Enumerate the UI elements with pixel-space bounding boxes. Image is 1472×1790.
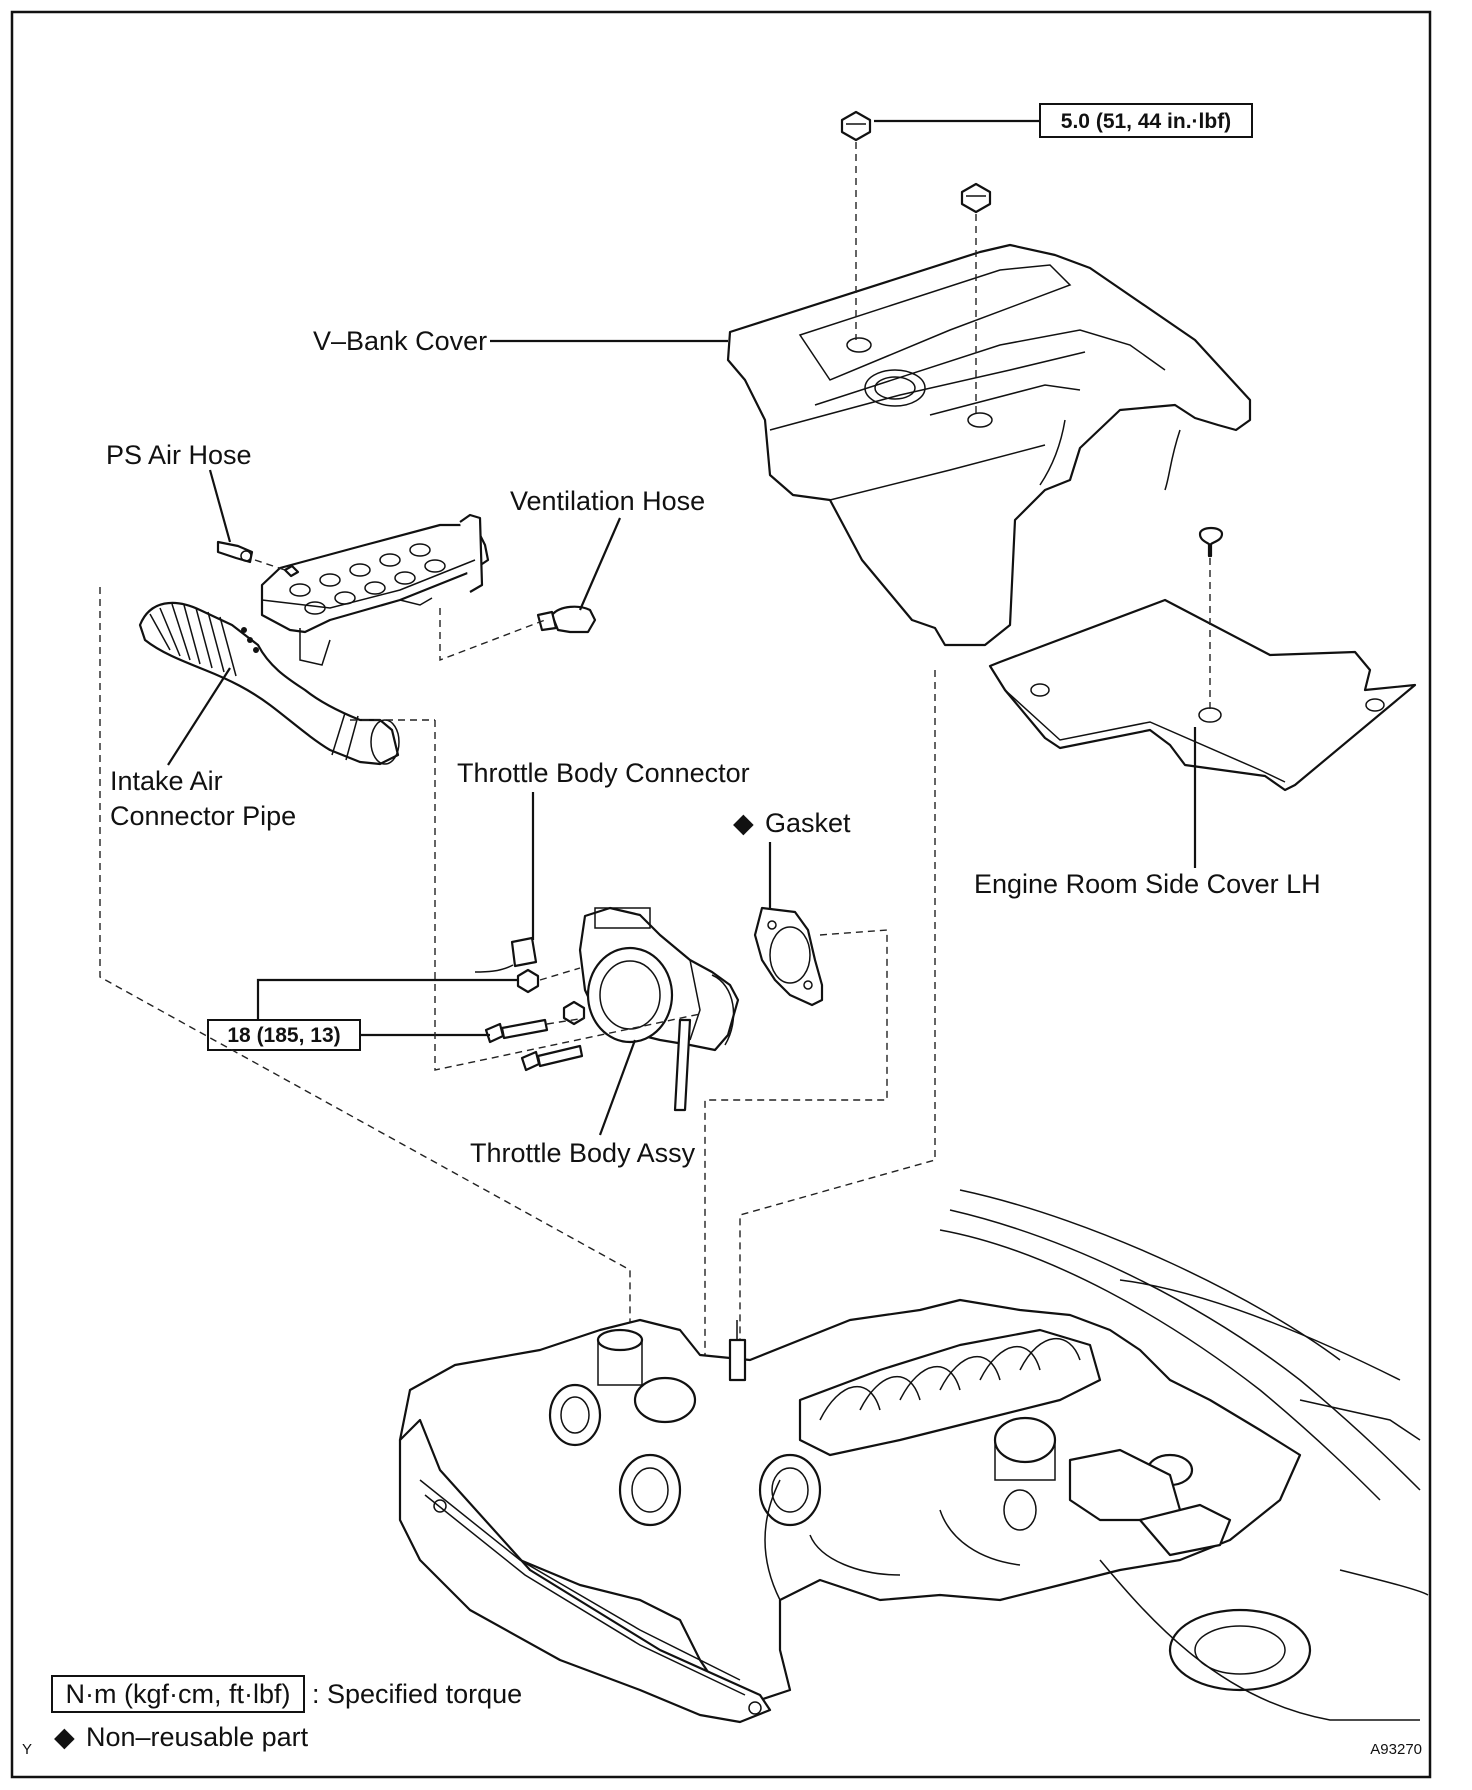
air-cleaner-housing-drawing	[260, 513, 490, 666]
v-bank-cover-label: V–Bank Cover	[313, 326, 487, 356]
v-bank-nut-1	[840, 110, 872, 142]
v-bank-torque-box	[1039, 103, 1253, 138]
legend-torque-unit: N·m (kgf·cm, ft·lbf)	[66, 1679, 291, 1709]
throttle-body-assy-label: Throttle Body Assy	[470, 1138, 696, 1168]
ventilation-hose-drawing	[536, 605, 597, 634]
throttle-torque-box	[207, 1019, 361, 1051]
gasket-label: Gasket	[765, 808, 851, 838]
v-bank-cover-drawing	[726, 243, 1252, 647]
intake-air-connector-pipe-drawing	[138, 601, 400, 766]
throttle-torque-text: 18 (185, 13)	[227, 1024, 340, 1047]
side-cover-clip	[1198, 526, 1224, 558]
throttle-body-connector-label: Throttle Body Connector	[457, 758, 750, 788]
throttle-bolt-1	[484, 1018, 549, 1044]
legend-non-reusable-desc: Non–reusable part	[86, 1722, 309, 1752]
legend-non-reusable-symbol: ◆	[54, 1722, 75, 1752]
ventilation-hose-label: Ventilation Hose	[510, 486, 705, 516]
gasket-drawing	[753, 906, 824, 1007]
gasket-symbol: ◆	[733, 808, 754, 838]
v-bank-nut-2	[960, 182, 992, 214]
engine-bay-drawing	[398, 1189, 1429, 1724]
diagram-frame	[10, 10, 1432, 1779]
throttle-body-connector-drawing	[474, 936, 538, 973]
throttle-body-assy-drawing	[578, 906, 740, 1112]
ps-air-hose-drawing	[216, 540, 300, 578]
v-bank-torque-text: 5.0 (51, 44 in.·lbf)	[1061, 110, 1231, 133]
legend-torque-box	[51, 1675, 305, 1713]
intake-air-label-line2: Connector Pipe	[110, 801, 296, 831]
throttle-nut-1	[516, 968, 540, 994]
figure-id: A93270	[1370, 1741, 1422, 1758]
corner-mark: Y	[22, 1741, 32, 1758]
throttle-nut-2	[562, 1000, 586, 1026]
intake-air-label-line1: Intake Air	[110, 766, 223, 796]
engine-room-side-cover-label: Engine Room Side Cover LH	[974, 869, 1321, 899]
throttle-bolt-2	[520, 1044, 584, 1072]
legend-torque-desc: : Specified torque	[312, 1679, 522, 1709]
ps-air-hose-label: PS Air Hose	[106, 440, 252, 470]
engine-room-side-cover-drawing	[988, 598, 1417, 792]
